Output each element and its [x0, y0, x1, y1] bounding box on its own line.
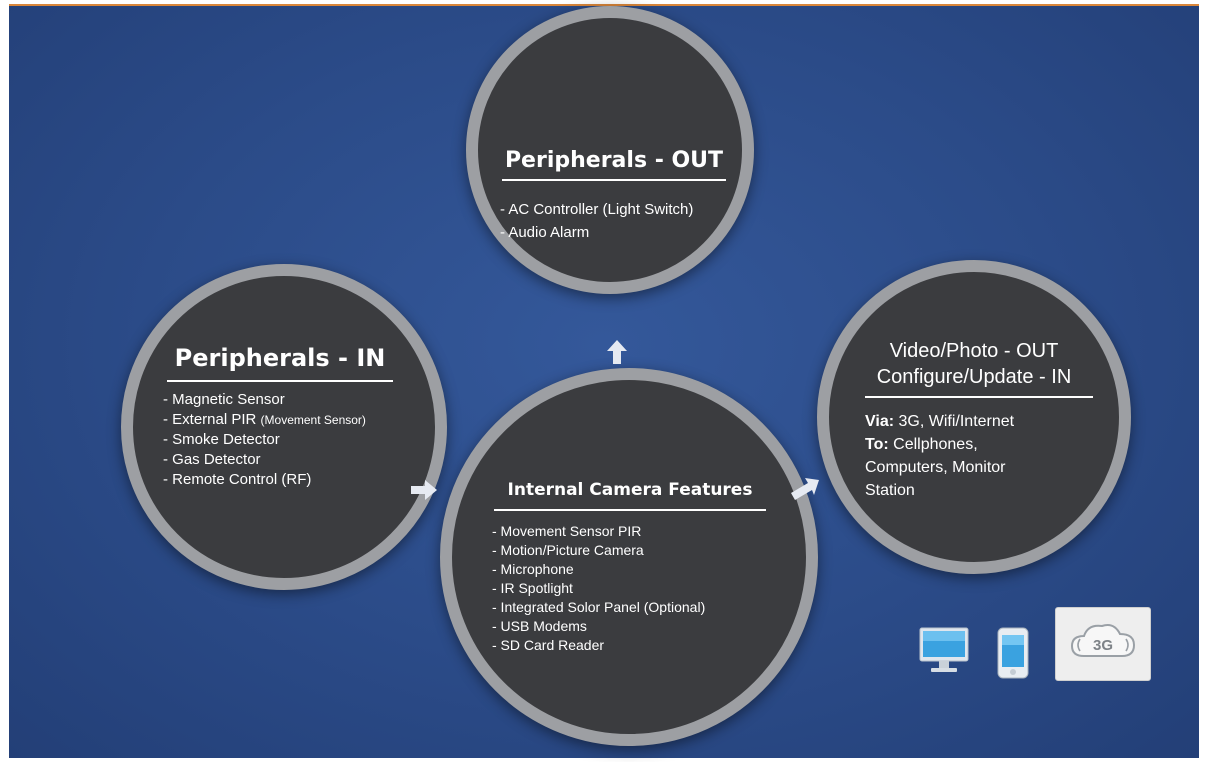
badge-3g-icon: 3G [1055, 607, 1151, 681]
video-photo-circle: Video/Photo - OUT Configure/Update - IN … [817, 260, 1131, 574]
list-item: - Magnetic Sensor [163, 391, 285, 408]
internal-camera-circle: Internal Camera Features - Movement Sens… [440, 368, 818, 746]
list-item: - External PIR (Movement Sensor) [163, 410, 366, 430]
list-item-text: - External PIR [163, 411, 257, 428]
via-line: Via: 3G, Wifi/Internet [865, 410, 1014, 433]
to-line-2: Computers, Monitor [865, 459, 1006, 476]
peripherals-out-list: - AC Controller (Light Switch) - Audio A… [500, 198, 693, 244]
list-item: - SD Card Reader [492, 637, 605, 653]
to-label: To: [865, 436, 889, 453]
to-line: To: Cellphones, [865, 433, 1014, 456]
list-item: - Movement Sensor PIR [492, 523, 642, 539]
list-item: - Integrated Solor Panel (Optional) [492, 599, 706, 615]
badge-3g-label: 3G [1093, 637, 1113, 654]
list-item: - Remote Control (RF) [163, 471, 312, 488]
video-photo-title: Video/Photo - OUT Configure/Update - IN [829, 338, 1119, 390]
peripherals-out-circle: Peripherals - OUT - AC Controller (Light… [466, 6, 754, 294]
list-item: - Audio Alarm [500, 224, 590, 241]
list-item: - AC Controller (Light Switch) [500, 201, 694, 218]
video-photo-title-line: Configure/Update - IN [876, 366, 1072, 388]
list-item-note: (Movement Sensor) [260, 413, 366, 427]
list-item: - Smoke Detector [163, 431, 280, 448]
computer-monitor-icon [919, 627, 969, 672]
arrow-up-right-icon [791, 478, 819, 500]
title-divider [865, 396, 1093, 398]
peripherals-out-title: Peripherals - OUT [502, 148, 726, 181]
peripherals-in-title: Peripherals - IN [167, 344, 393, 382]
diagram-background: Peripherals - OUT - AC Controller (Light… [9, 4, 1199, 758]
peripherals-in-list: - Magnetic Sensor - External PIR (Moveme… [163, 390, 366, 490]
arrow-up-icon [607, 340, 627, 364]
list-item: - Gas Detector [163, 451, 261, 468]
internal-camera-list: - Movement Sensor PIR - Motion/Picture C… [492, 522, 705, 655]
via-label: Via: [865, 413, 895, 430]
peripherals-in-circle: Peripherals - IN - Magnetic Sensor - Ext… [121, 264, 447, 590]
cellphone-icon [997, 627, 1029, 679]
to-line-3: Station [865, 482, 915, 499]
list-item: - Microphone [492, 561, 574, 577]
arrow-right-icon [411, 480, 437, 500]
video-photo-title-line: Video/Photo - OUT [889, 340, 1059, 362]
video-photo-body: Via: 3G, Wifi/Internet To: Cellphones, C… [865, 410, 1014, 502]
list-item: - Motion/Picture Camera [492, 542, 644, 558]
via-value: 3G, Wifi/Internet [894, 413, 1015, 430]
list-item: - IR Spotlight [492, 580, 573, 596]
internal-camera-title: Internal Camera Features [494, 480, 766, 511]
to-value: Cellphones, [888, 436, 978, 453]
list-item: - USB Modems [492, 618, 587, 634]
